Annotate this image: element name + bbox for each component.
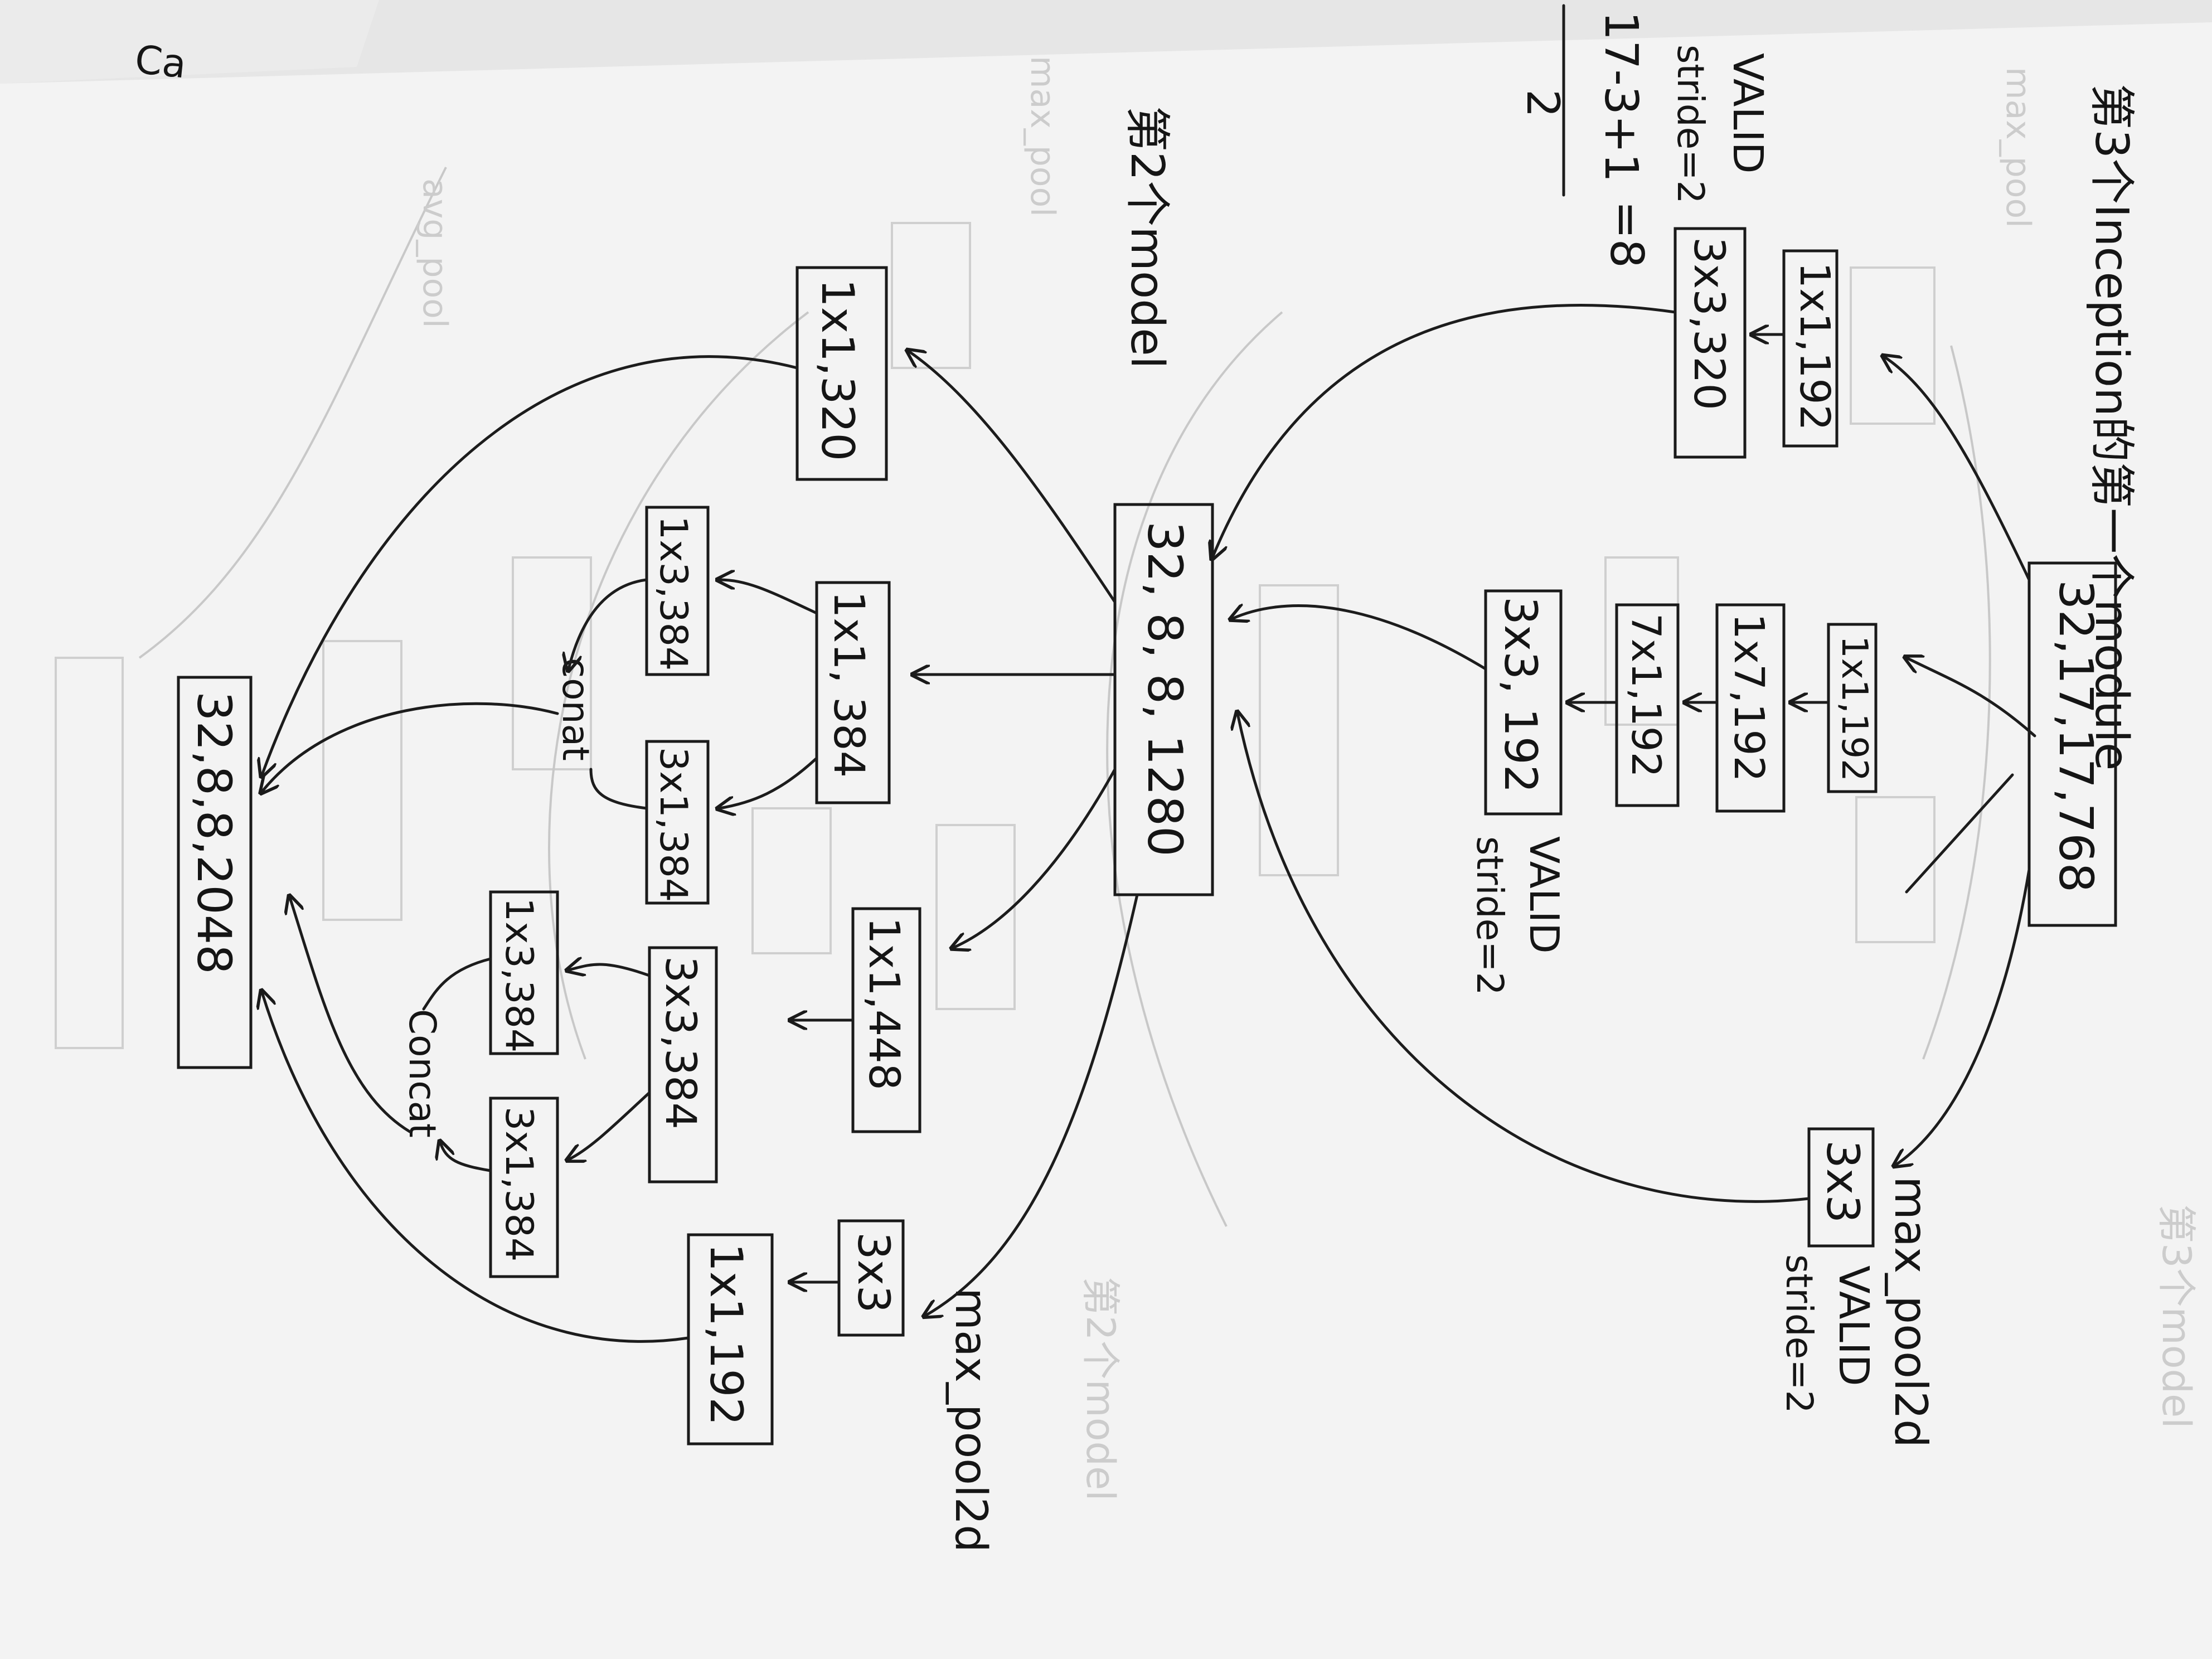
formula-result: =8	[1600, 201, 1653, 268]
module3-output-box	[1113, 503, 1214, 896]
m3-b1-conv1-box	[1782, 249, 1839, 448]
m3-b2-conv2-box	[1715, 603, 1786, 813]
arrow-input-to-m3b1	[1884, 357, 2031, 581]
m3-b3-conv-label: 3x3	[1817, 1140, 1869, 1223]
m2-b2-b-label: 3x1,384	[651, 747, 695, 902]
m2-b1-label: 1x1,320	[812, 279, 864, 461]
m2-b2-b-box	[645, 740, 710, 905]
m3-b1-conv2-box	[1673, 227, 1747, 459]
m2-b3-a-box	[489, 890, 559, 1055]
arrow-m2in-to-b1	[909, 351, 1117, 604]
m3-b2-conv4-box	[1484, 589, 1563, 816]
m2-b3-conv2-box	[648, 946, 718, 1183]
arrow-m3b3-to-output	[1238, 714, 1811, 1203]
m3-b3-pad: VALID	[1830, 1265, 1878, 1386]
m2-b2-conv-label: 1x1, 384	[824, 591, 874, 778]
m2-b3-b-box	[489, 1097, 559, 1278]
m3-b3-stride: stride=2	[1778, 1254, 1821, 1414]
svg-text:max_pool: max_pool	[1998, 67, 2038, 228]
arrow-b2-to-a	[719, 580, 818, 615]
svg-text:avg_pool: avg_pool	[415, 178, 454, 328]
m3-b2-conv1-label: 1x1,192	[1833, 636, 1875, 782]
arrow-b3a-to-concat	[422, 957, 492, 1011]
svg-text:max_pool: max_pool	[1023, 56, 1062, 217]
module3-input-label: 32,17,17,768	[2049, 580, 2103, 892]
arrow-b3b-to-concat	[440, 1143, 492, 1172]
m3-b2-conv4-label: 3x3, 192	[1495, 596, 1546, 793]
m3-b1-stride: stride=2	[1669, 45, 1712, 204]
m3-b2-conv1-box	[1827, 623, 1878, 793]
paper-sheet	[0, 22, 2212, 1659]
m3-b2-stride: stride=2	[1468, 836, 1511, 996]
module2-output-label: 32,8,8,2048	[187, 691, 241, 974]
arrow-b2-to-b	[719, 756, 818, 808]
arrow-m2in-to-b3	[953, 768, 1117, 948]
m3-b1-conv2-label: 3x3,320	[1685, 237, 1734, 410]
m3-b2-conv3-box	[1615, 603, 1680, 807]
m3-b2-conv3-label: 7x1,192	[1623, 613, 1670, 778]
module3-title: 第3个Inception的第一个module	[2085, 84, 2138, 770]
formula-numerator: 17-3+1	[1594, 11, 1647, 182]
m2-b4-pool-box	[837, 1219, 905, 1337]
module2-output-box	[177, 676, 253, 1069]
m3-b3-conv-box	[1807, 1127, 1875, 1248]
arrow-b2concat-to-output	[262, 702, 559, 792]
show-through-marks: 第2个model 第3个model max_pool max_pool avg_…	[55, 56, 2199, 1501]
arrow-b3-to-b	[569, 1091, 651, 1160]
m3-b2-conv2-label: 1x7,192	[1725, 613, 1773, 782]
m2-b3-a-label: 1x3,384	[497, 898, 541, 1052]
arrow-b4-to-output	[262, 992, 690, 1343]
arrow-m2in-to-b4	[925, 893, 1139, 1316]
arrow-b3concat-to-output	[290, 898, 411, 1133]
formula-denominator: 2	[1517, 89, 1569, 118]
arrow-b3-to-a	[569, 964, 651, 976]
arrow-b2b-to-concat	[589, 768, 648, 810]
m2-b3-concat: Concat	[401, 1009, 444, 1138]
m3-b3-op: max_pool2d	[1885, 1176, 1937, 1448]
scribble-stroke	[1905, 773, 2014, 894]
arrow-b1-to-output	[262, 355, 799, 775]
m2-b2-concat: conat	[554, 658, 597, 761]
svg-text:第2个model: 第2个model	[1078, 1277, 1123, 1501]
module2-title: 第2个model	[1120, 106, 1173, 369]
module3-input-box	[2027, 561, 2117, 927]
back-sheet	[0, 0, 379, 84]
arrow-input-to-m3b2	[1907, 658, 2036, 738]
m3-b1-pad: VALID	[1724, 53, 1772, 174]
m2-b2-a-box	[645, 506, 710, 676]
arrow-m3b1-to-output	[1212, 304, 1677, 557]
m2-b4-pool-label: 3x3	[848, 1232, 898, 1313]
m2-b4-op: max_pool2d	[945, 1288, 996, 1553]
m3-b1-conv1-label: 1x1,192	[1791, 262, 1839, 431]
m3-b2-pad: VALID	[1521, 836, 1568, 954]
m2-b3-conv1-label: 1x1,448	[860, 917, 909, 1090]
module3-output-label: 32, 8, 8, 1280	[1137, 521, 1192, 857]
m2-b2-conv-box	[815, 581, 891, 804]
m2-b3-b-label: 3x1,384	[497, 1107, 541, 1262]
m2-b4-conv-label: 1x1,192	[700, 1243, 752, 1425]
arrow-b2a-to-concat	[569, 578, 648, 669]
m2-b3-conv2-label: 3x3,384	[656, 956, 706, 1129]
arrow-input-to-m3b3	[1895, 868, 2031, 1165]
arrow-m3b2-to-output	[1232, 606, 1487, 671]
m2-b1-box	[795, 266, 888, 481]
svg-text:第3个model: 第3个model	[2153, 1204, 2199, 1429]
m2-b2-a-label: 1x3,384	[651, 516, 695, 671]
corner-note: Ca	[133, 36, 188, 87]
